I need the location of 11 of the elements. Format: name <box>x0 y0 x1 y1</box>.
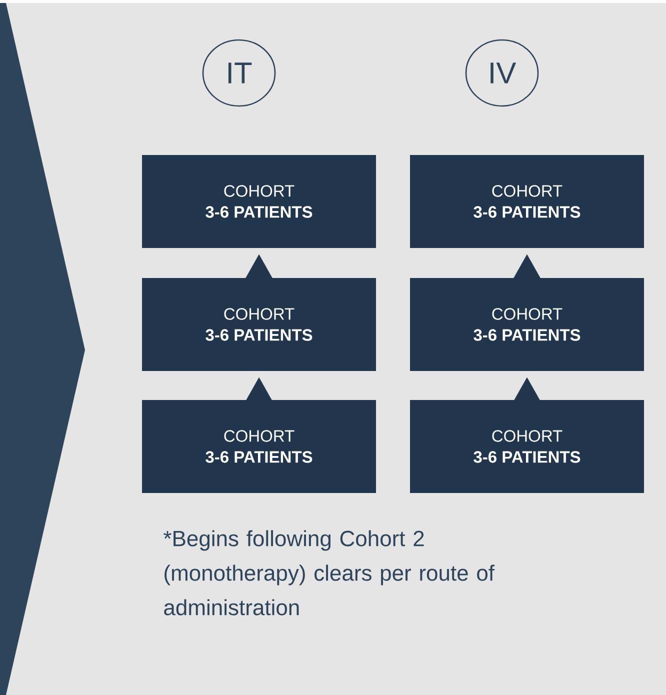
cohort-box: COHORT 3-6 PATIENTS <box>410 400 644 493</box>
cohort-box: COHORT 3-6 PATIENTS <box>142 155 376 248</box>
footnote: *Begins following Cohort 2 (monotherapy) clears per route of administration <box>164 530 495 616</box>
cohort-box: COHORT 3-6 PATIENTS <box>410 278 644 371</box>
cohort-box: COHORT 3-6 PATIENTS <box>142 400 376 493</box>
arrow <box>246 377 272 402</box>
arrow <box>514 254 540 278</box>
arrow <box>246 254 272 278</box>
cohort-box: COHORT 3-6 PATIENTS <box>410 155 644 248</box>
cohort-box: COHORT 3-6 PATIENTS <box>142 278 376 371</box>
arrow <box>514 377 540 402</box>
